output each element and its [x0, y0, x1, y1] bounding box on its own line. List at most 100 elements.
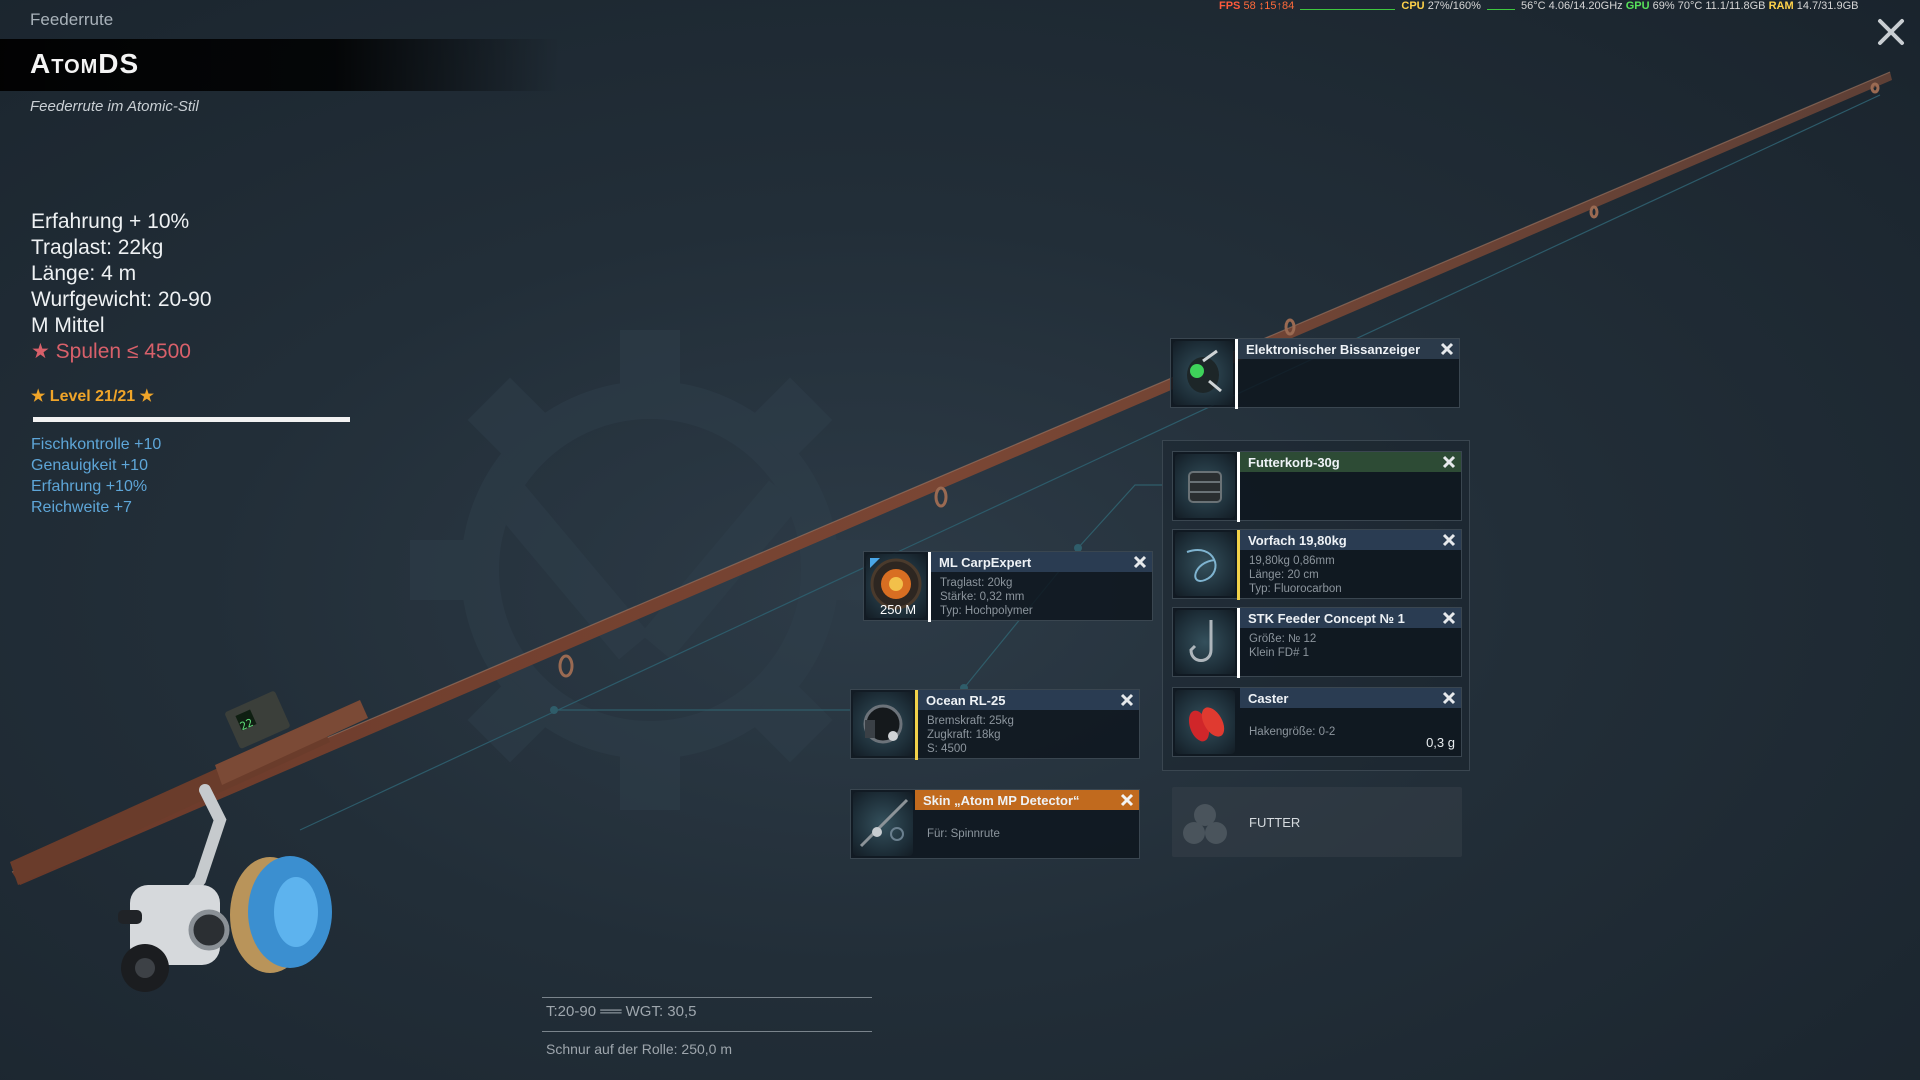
line-on-reel-info: Schnur auf der Rolle: 250,0 m	[546, 1041, 732, 1057]
slot-title: Elektronischer Bissanzeiger	[1238, 339, 1459, 359]
slot-title: Caster	[1240, 688, 1461, 708]
remove-icon[interactable]	[1441, 454, 1457, 470]
groundbait-icon	[1183, 804, 1227, 844]
ram-label: RAM	[1768, 0, 1794, 12]
slot-hook[interactable]: STK Feeder Concept № 1 Größe: № 12 Klein…	[1172, 607, 1462, 678]
slot-separator	[1237, 608, 1240, 678]
item-title: AtomDS	[30, 48, 140, 79]
stat-length: Länge: 4 m	[31, 262, 137, 285]
leader-line-icon	[1175, 532, 1235, 596]
slot-title: ML CarpExpert	[931, 552, 1152, 572]
stat-reel-limit: ★ Spulen ≤ 4500	[31, 340, 191, 363]
stats-panel: Erfahrung + 10% Traglast: 22kg Länge: 4 …	[31, 209, 212, 365]
slot-title: STK Feeder Concept № 1	[1240, 608, 1461, 628]
detail-line: Traglast: 20kg	[940, 577, 1013, 589]
detail-line: Stärke: 0,32 mm	[940, 591, 1025, 603]
reel-icon	[853, 692, 913, 756]
remove-icon[interactable]	[1441, 532, 1457, 548]
fps-value: 58	[1243, 0, 1256, 12]
divider	[542, 997, 872, 998]
slot-bait[interactable]: Caster Hakengröße: 0-2 0,3 g	[1172, 687, 1462, 757]
detail-line: Bremskraft: 25kg	[927, 715, 1014, 727]
stat-experience: Erfahrung + 10%	[31, 210, 190, 233]
bite-indicator-icon	[1173, 341, 1233, 405]
slot-title: Ocean RL-25	[918, 690, 1139, 710]
item-subtitle: Feederrute im Atomic-Stil	[30, 98, 199, 115]
slot-separator	[1237, 530, 1240, 600]
remove-icon[interactable]	[1441, 610, 1457, 626]
detail-line: Zugkraft: 18kg	[927, 729, 1001, 741]
slot-leader[interactable]: Vorfach 19,80kg 19,80kg 0,86mm Länge: 20…	[1172, 529, 1462, 600]
cpu-clock: 4.06/14.20GHz	[1548, 0, 1623, 12]
detail-line: S: 4500	[927, 743, 967, 755]
level-label: ★ Level 21/21 ★	[31, 388, 154, 405]
detail-line: Hakengröße: 0-2	[1249, 726, 1336, 738]
cpu-temp: 56°C	[1521, 0, 1546, 12]
bonus-item: Erfahrung +10%	[31, 478, 148, 495]
line-spool-icon: 250 M	[866, 554, 926, 618]
line-quantity: 250 M	[880, 602, 917, 617]
close-icon[interactable]	[1875, 16, 1907, 48]
svg-text:22: 22	[238, 716, 255, 733]
detail-line: 19,80kg 0,86mm	[1249, 555, 1335, 567]
bonus-list: Fischkontrolle +10 Genauigkeit +10 Erfah…	[31, 434, 161, 518]
gear-watermark-icon	[410, 330, 890, 810]
gpu-temp: 70°C	[1677, 0, 1703, 12]
detail-line: Typ: Fluorocarbon	[1249, 583, 1342, 595]
remove-icon[interactable]	[1119, 792, 1135, 808]
detail-line: Für: Spinnrute	[927, 828, 1000, 840]
slot-separator	[1237, 452, 1240, 522]
slot-skin[interactable]: Skin „Atom MP Detector“ Für: Spinnrute	[850, 789, 1140, 859]
remove-icon[interactable]	[1441, 690, 1457, 706]
stat-cast-weight: Wurfgewicht: 20-90	[31, 288, 212, 311]
remove-icon[interactable]	[1119, 692, 1135, 708]
ram-value: 14.7/31.9GB	[1796, 0, 1859, 12]
slot-details: Für: Spinnrute	[927, 827, 1000, 841]
slot-bite-indicator[interactable]: Elektronischer Bissanzeiger	[1170, 338, 1460, 409]
slot-details: Bremskraft: 25kg Zugkraft: 18kg S: 4500	[927, 714, 1014, 756]
slot-separator	[1235, 339, 1238, 409]
detail-line: Größe: № 12	[1249, 633, 1317, 645]
bonus-item: Genauigkeit +10	[31, 457, 148, 474]
divider	[542, 1031, 872, 1032]
bait-weight: 0,3 g	[1426, 735, 1455, 750]
gpu-value: 69%	[1652, 0, 1675, 12]
stat-action: M Mittel	[31, 314, 105, 337]
stat-load: Traglast: 22kg	[31, 236, 164, 259]
bonus-item: Fischkontrolle +10	[31, 436, 162, 453]
detail-line: Länge: 20 cm	[1249, 569, 1319, 581]
slot-title: Skin „Atom MP Detector“	[915, 790, 1139, 810]
skin-rod-icon	[853, 792, 913, 856]
gpu-label: GPU	[1625, 0, 1650, 12]
slot-feeder[interactable]: Futterkorb-30g	[1172, 451, 1462, 522]
fps-label: FPS	[1219, 0, 1241, 12]
feeder-cage-icon	[1175, 454, 1235, 518]
throw-weight-info: T:20-90 ══ WGT: 30,5	[546, 1003, 697, 1020]
title-band	[0, 39, 560, 91]
caster-bait-icon	[1175, 690, 1235, 754]
cpu-graph	[1486, 2, 1515, 11]
slot-details: Hakengröße: 0-2	[1249, 725, 1335, 739]
slot-line[interactable]: 250 M ML CarpExpert Traglast: 20kg Stärk…	[863, 551, 1153, 622]
hook-icon	[1175, 610, 1235, 674]
slot-reel[interactable]: Ocean RL-25 Bremskraft: 25kg Zugkraft: 1…	[850, 689, 1140, 760]
slot-groundbait[interactable]	[1172, 787, 1462, 857]
bonus-item: Reichweite +7	[31, 499, 132, 516]
slot-title: Futterkorb-30g	[1240, 452, 1461, 472]
slot-separator	[915, 690, 918, 760]
detail-line: Klein FD# 1	[1249, 647, 1310, 659]
slot-details: Traglast: 20kg Stärke: 0,32 mm Typ: Hoch…	[940, 576, 1033, 618]
groundbait-label: FUTTER	[1249, 815, 1301, 830]
remove-icon[interactable]	[1439, 341, 1455, 357]
slot-title: Vorfach 19,80kg	[1240, 530, 1461, 550]
slot-details: 19,80kg 0,86mm Länge: 20 cm Typ: Fluoroc…	[1249, 554, 1342, 596]
level-progress-bar	[33, 417, 350, 422]
slot-separator	[928, 552, 931, 622]
cpu-label: CPU	[1401, 0, 1425, 12]
item-category: Feederrute	[30, 10, 114, 29]
performance-overlay: FPS 58 ↕15↑84 CPU 27%/160% 56°C 4.06/14.…	[1219, 0, 1858, 16]
vram-value: 11.1/11.8GB	[1705, 0, 1766, 12]
remove-icon[interactable]	[1132, 554, 1148, 570]
